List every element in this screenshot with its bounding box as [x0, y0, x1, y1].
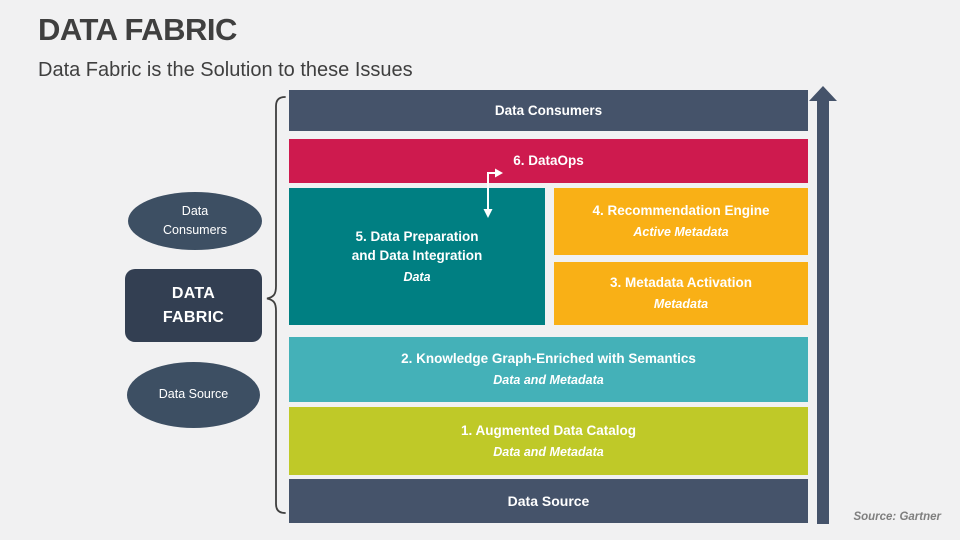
layer-3-sublabel: Metadata	[653, 297, 709, 312]
layer-1-augmented-data-catalog: 1. Augmented Data Catalog Data and Metad…	[289, 407, 808, 475]
grouping-brace	[266, 96, 286, 514]
data-fabric-box-label: DATA FABRIC	[162, 284, 225, 326]
layer-5-label-line1: 5. Data Preparation	[355, 228, 479, 244]
layer-6-label: 6. DataOps	[513, 153, 584, 169]
layer-4-recommendation-engine: 4. Recommendation Engine Active Metadata	[554, 188, 808, 255]
layer-1-label: 1. Augmented Data Catalog	[460, 422, 637, 438]
stack-bottom-bar-data-source: Data Source	[289, 479, 808, 523]
layer-1-sublabel: Data and Metadata	[493, 444, 604, 459]
data-fabric-box: DATA FABRIC	[125, 269, 262, 342]
data-consumers-ellipse-label: Data Consumers	[163, 203, 227, 237]
upward-flow-arrow-head	[809, 86, 837, 101]
slide-title: DATA FABRIC	[38, 12, 237, 47]
layer-3-metadata-activation: 3. Metadata Activation Metadata	[554, 262, 808, 325]
layer-5-sublabel: Data	[403, 269, 431, 284]
upward-flow-arrow	[809, 86, 837, 524]
layer-2-sublabel: Data and Metadata	[493, 373, 604, 388]
data-source-ellipse: Data Source	[127, 362, 260, 428]
layer-3-label: 3. Metadata Activation	[609, 275, 753, 291]
stack-top-bar-label: Data Consumers	[494, 102, 603, 118]
layer-6-dataops: 6. DataOps	[289, 139, 808, 183]
stack-top-bar-data-consumers: Data Consumers	[289, 90, 808, 131]
stack-bottom-bar-label: Data Source	[507, 492, 590, 509]
layer-5-label-line2: and Data Integration	[351, 248, 483, 264]
upward-flow-arrow-shaft	[817, 99, 829, 524]
source-note: Source: Gartner	[853, 511, 941, 523]
data-source-ellipse-label: Data Source	[158, 387, 229, 402]
layer-5-data-preparation: 5. Data Preparation and Data Integration…	[289, 188, 545, 325]
slide-subtitle: Data Fabric is the Solution to these Iss…	[38, 59, 413, 81]
layer-2-knowledge-graph: 2. Knowledge Graph-Enriched with Semanti…	[289, 337, 808, 402]
layer-4-label: 4. Recommendation Engine	[592, 203, 770, 219]
layer-4-sublabel: Active Metadata	[633, 225, 729, 240]
layer-2-label: 2. Knowledge Graph-Enriched with Semanti…	[401, 351, 696, 367]
data-consumers-ellipse: Data Consumers	[128, 192, 262, 250]
